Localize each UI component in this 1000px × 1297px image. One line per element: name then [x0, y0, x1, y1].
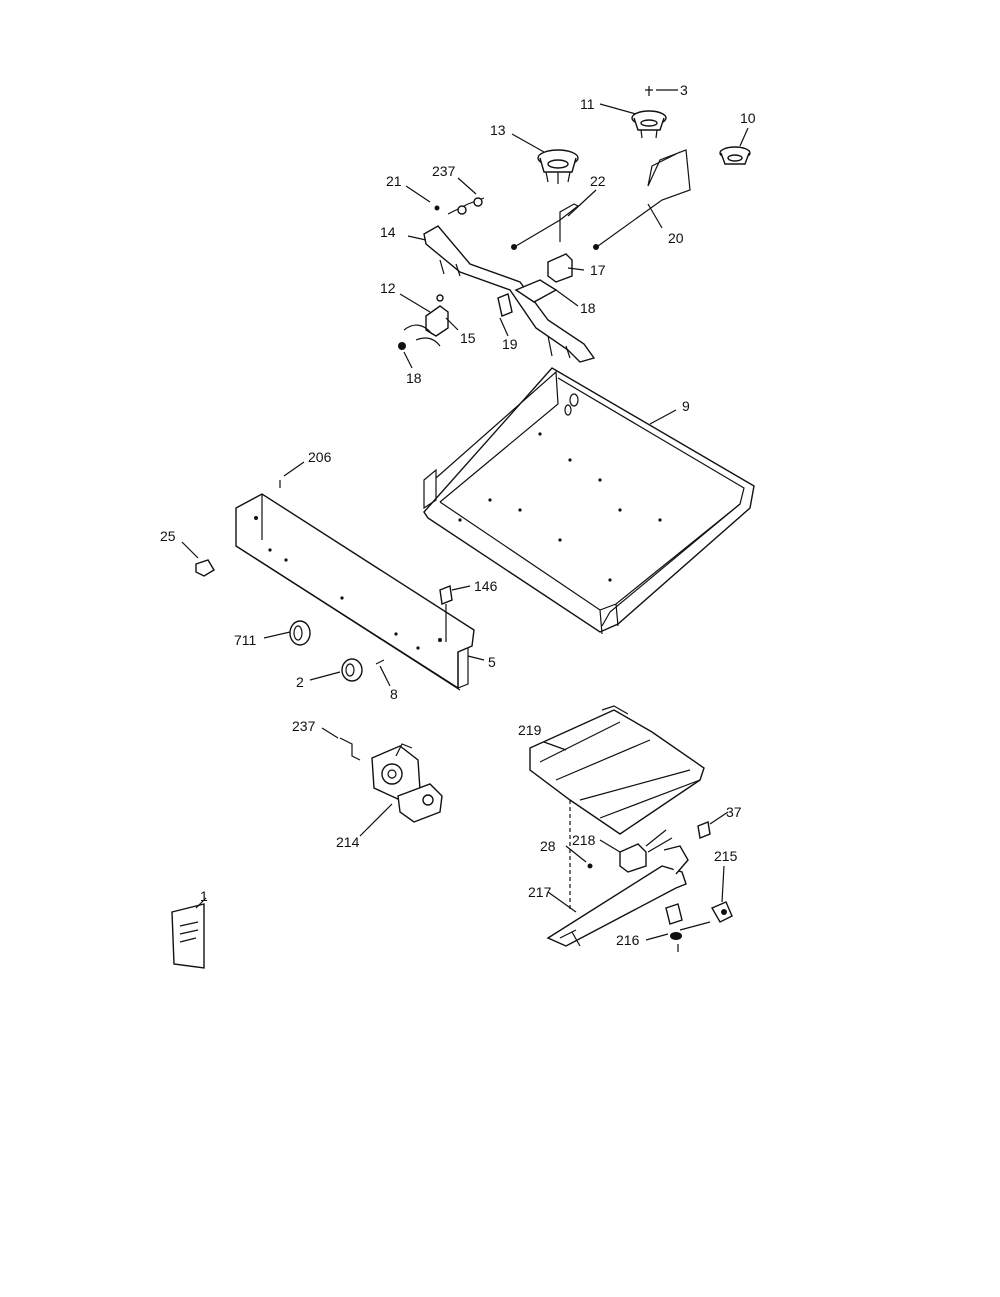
- leader-lines: [181, 89, 749, 952]
- callout-12: 12: [380, 280, 396, 296]
- callout-206: 206: [308, 449, 332, 465]
- callout-9: 9: [682, 398, 690, 414]
- control-panel-5: [235, 493, 475, 691]
- tube-20: [597, 149, 691, 247]
- orifice-holder-215: [711, 901, 733, 923]
- burner-10: [719, 146, 751, 165]
- tube-22: [515, 203, 580, 247]
- valve-assembly-214: [371, 743, 443, 823]
- orifice-216: [665, 903, 683, 940]
- callout-219: 219: [518, 722, 542, 738]
- callout-28: 28: [540, 838, 556, 854]
- callout-13: 13: [490, 122, 506, 138]
- igniter-218: [619, 829, 673, 873]
- screw-3: [645, 86, 653, 96]
- knob-711: [289, 620, 311, 646]
- callout-18-lower: 18: [406, 370, 422, 386]
- callout-19: 19: [502, 336, 518, 352]
- callout-237-lower: 237: [292, 718, 316, 734]
- callout-2: 2: [296, 674, 304, 690]
- callout-18-upper: 18: [580, 300, 596, 316]
- callout-214: 214: [336, 834, 360, 850]
- screw-28: [587, 863, 593, 869]
- callout-11: 11: [580, 96, 595, 112]
- callout-5: 5: [488, 654, 496, 670]
- bracket-17: [547, 253, 573, 283]
- manual-1: [171, 903, 205, 969]
- bracket-19: [497, 293, 513, 317]
- knob-18: [398, 342, 406, 350]
- clip-37: [697, 821, 711, 839]
- callout-17: 17: [590, 262, 606, 278]
- clip-146: [439, 585, 453, 642]
- screw-21: [434, 205, 440, 211]
- callout-8: 8: [390, 686, 398, 702]
- callout-218: 218: [572, 832, 596, 848]
- callout-15: 15: [460, 330, 476, 346]
- callout-3: 3: [680, 82, 688, 98]
- callout-10: 10: [740, 110, 756, 126]
- shield-219: [529, 705, 705, 835]
- callout-215: 215: [714, 848, 738, 864]
- burner-tube-217: [546, 845, 689, 947]
- callout-1: 1: [200, 888, 208, 904]
- callout-237-upper: 237: [432, 163, 456, 179]
- burner-11: [631, 110, 667, 139]
- clip-25: [195, 559, 215, 577]
- knob-2: [341, 658, 363, 682]
- callout-37: 37: [726, 804, 742, 820]
- callout-711: 711: [234, 632, 257, 648]
- callout-146: 146: [474, 578, 498, 594]
- manifold-14: [423, 197, 596, 363]
- valve-12: [403, 294, 449, 347]
- callout-216: 216: [616, 932, 640, 948]
- callout-22: 22: [590, 173, 606, 189]
- burner-13: [537, 149, 579, 184]
- callout-217: 217: [528, 884, 552, 900]
- callout-14: 14: [380, 224, 396, 240]
- screw-8: [375, 659, 385, 665]
- callout-20: 20: [668, 230, 684, 246]
- tube-237-lower: [339, 737, 361, 761]
- callout-21: 21: [386, 173, 402, 189]
- burner-box-9: [423, 367, 755, 635]
- callout-25: 25: [160, 528, 176, 544]
